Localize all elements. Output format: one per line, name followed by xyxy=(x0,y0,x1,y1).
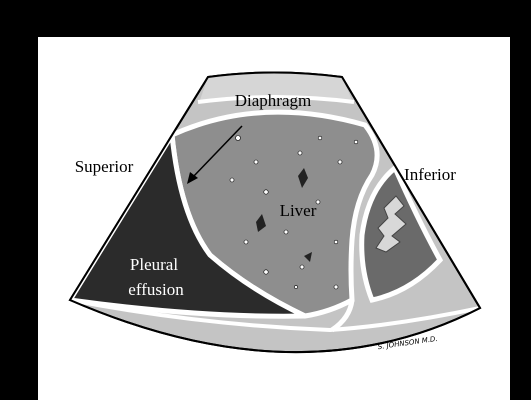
label-pleural: Pleural xyxy=(130,255,178,274)
label-inferior: Inferior xyxy=(404,165,456,184)
label-effusion: effusion xyxy=(128,280,184,299)
label-diaphragm: Diaphragm xyxy=(235,91,311,110)
label-liver: Liver xyxy=(280,201,317,220)
label-superior: Superior xyxy=(75,157,134,176)
